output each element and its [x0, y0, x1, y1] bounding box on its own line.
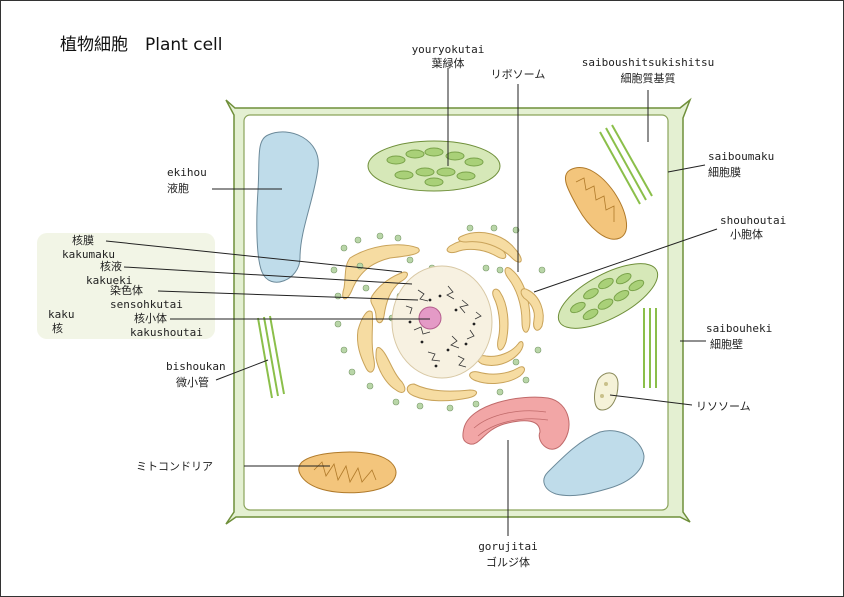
label-youryokutai-kanji: 葉緑体	[432, 56, 465, 70]
mitochondria-bottom-cristae	[313, 461, 377, 484]
label-shouhou-romaji: shouhoutai	[720, 214, 786, 227]
nucleus	[391, 265, 493, 379]
label-kaku-kanji: 核	[52, 321, 63, 335]
ribosomes	[330, 224, 546, 412]
leader-sensoku	[157, 290, 419, 301]
vacuole	[256, 131, 319, 283]
label-kakushou-kanji: 核小体	[134, 311, 167, 325]
mitochondria-right	[565, 167, 628, 240]
chromatin-dots	[408, 294, 476, 368]
label-kakumaku-kanji: 核膜	[72, 233, 94, 247]
lysosome-granule	[604, 382, 608, 386]
label-kakueki-romaji: kakueki	[86, 274, 132, 287]
lysosome-granule	[600, 394, 604, 398]
endoplasmic-reticulum	[342, 232, 544, 402]
label-shouhou-kanji: 小胞体	[730, 227, 763, 241]
label-saiboushitsu-kanji: 細胞質基質	[621, 71, 676, 85]
mitochondria-right-cristae	[575, 177, 615, 222]
label-ekihou-kanji: 液胞	[167, 181, 189, 195]
label-saiboumaku-kanji: 細胞膜	[708, 166, 741, 179]
label-sensoku-romaji: sensohkutai	[110, 298, 183, 311]
leader-bishoukan	[215, 359, 269, 381]
microtubule-left	[257, 315, 285, 399]
label-golgi-kanji: ゴルジ体	[486, 555, 530, 569]
chloroplast-right	[557, 263, 659, 329]
label-golgi-romaji: gorujitai	[478, 540, 538, 553]
label-ekihou-romaji: ekihou	[167, 166, 207, 179]
label-saiboumaku-romaji: saiboumaku	[708, 150, 774, 163]
vacuole-2	[543, 430, 645, 497]
nucleolus	[418, 306, 442, 330]
label-mitochondria: ミトコンドリア	[136, 460, 213, 473]
microtubule-right	[643, 308, 657, 388]
label-saiboushitsu-romaji: saiboushitsukishitsu	[582, 56, 714, 69]
leader-kakumaku	[105, 240, 403, 273]
chloroplast-top-grana	[386, 147, 484, 187]
label-youryokutai-romaji: youryokutai	[412, 43, 485, 56]
label-ribosome: リボソーム	[491, 68, 546, 81]
golgi-cisterna	[473, 410, 547, 429]
chromatin	[405, 285, 482, 368]
label-kaku-romaji: kaku	[48, 308, 75, 321]
label-bishoukan-romaji: bishoukan	[166, 360, 226, 373]
page-title: 植物細胞 Plant cell	[60, 35, 223, 55]
label-sensoku-kanji: 染色体	[110, 283, 143, 297]
label-kakueki-kanji: 核液	[100, 259, 122, 273]
label-kakumaku-romaji: kakumaku	[62, 248, 115, 261]
leader-saiboumaku	[667, 164, 706, 173]
chloroplast-right-grana	[570, 272, 645, 320]
label-saibouheki-kanji: 細胞壁	[710, 337, 743, 351]
kaku-box	[37, 233, 215, 339]
leader-shouhou	[533, 228, 718, 293]
label-lysosome: リソソーム	[696, 400, 751, 413]
label-kakushou-romaji: kakushoutai	[130, 326, 203, 339]
leader-kakueki	[123, 266, 413, 285]
leader-lysosome	[609, 394, 693, 406]
golgi-cisterna	[477, 418, 549, 437]
golgi-body	[462, 396, 570, 450]
label-bishoukan-kanji: 微小管	[176, 375, 209, 389]
microtubule-top-right	[599, 124, 653, 205]
lysosome	[594, 372, 619, 411]
label-saibouheki-romaji: saibouheki	[706, 322, 772, 335]
